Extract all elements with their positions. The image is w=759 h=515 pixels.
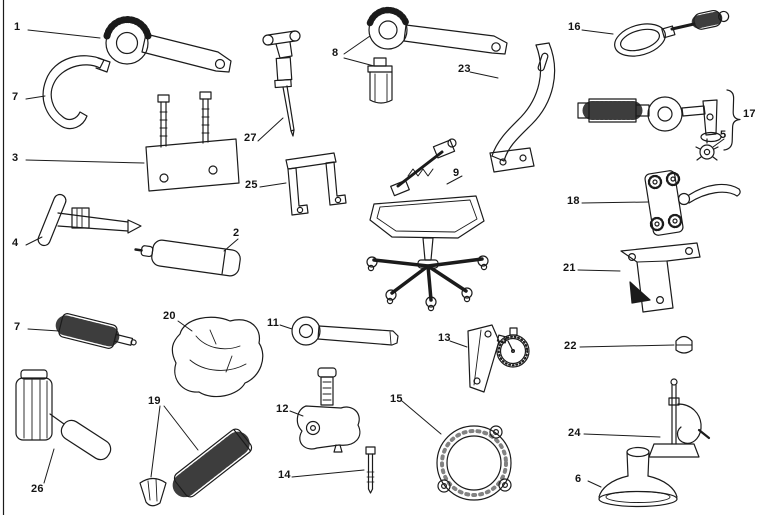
ring-wrench-and-socket-icon [366, 6, 508, 104]
guide-bushing-tool-icon [296, 367, 361, 453]
star-washer-icon [695, 138, 719, 161]
callout-23: 23 [458, 63, 471, 75]
stud-plate-fixture-icon [145, 91, 240, 192]
callout-26: 26 [31, 483, 44, 495]
wire-loop-handle-tool-icon [614, 9, 730, 57]
t-handle-puller-icon [37, 193, 142, 247]
l-bracket-icon [620, 242, 701, 313]
knurled-bush-tool-icon [55, 313, 137, 349]
callout-2: 2 [233, 227, 240, 239]
round-head-pin-wrench-icon [103, 16, 232, 73]
callout-22: 22 [564, 340, 577, 352]
callout-8: 8 [332, 47, 339, 59]
callout-4: 4 [12, 237, 19, 249]
callout-1: 1 [14, 21, 21, 33]
u-bracket-icon [285, 152, 347, 216]
callout-14: 14 [278, 469, 291, 481]
cap-nut-icon [675, 335, 693, 354]
callout-27: 27 [244, 132, 257, 144]
leader-lines [25, 29, 725, 488]
callout-7a: 7 [12, 91, 19, 103]
bent-hook-tool-icon [42, 55, 111, 130]
clamp-ring-icon [436, 425, 512, 501]
pin-extractor-icon [262, 30, 301, 137]
ribbed-body-grip-tool-icon [15, 369, 112, 461]
callout-12: 12 [276, 403, 289, 415]
callout-19: 19 [148, 395, 161, 407]
dial-gauge-bracket-icon [467, 324, 530, 393]
cone-and-knurled-roller-icon [139, 428, 253, 507]
callout-17-brace [723, 89, 741, 151]
cylindrical-drift-icon [134, 239, 241, 277]
callout-3: 3 [12, 152, 19, 164]
socket-bar-wrench-icon [291, 316, 399, 346]
callout-17: 17 [743, 108, 756, 120]
suction-bell-tool-icon [598, 446, 678, 508]
callout-5: 5 [720, 129, 727, 141]
callout-20: 20 [163, 310, 176, 322]
small-screw-pin-icon [365, 446, 376, 494]
callout-21: 21 [563, 262, 576, 274]
callout-7b: 7 [14, 321, 21, 333]
micrometer-assembly-icon [577, 96, 722, 143]
callout-9: 9 [453, 167, 460, 179]
callout-11: 11 [267, 317, 280, 329]
callout-6: 6 [575, 473, 582, 485]
work-stool-with-tray-icon [366, 138, 489, 312]
callout-13: 13 [438, 332, 451, 344]
protective-cap-icon [171, 316, 264, 398]
callout-24: 24 [568, 427, 581, 439]
knurled-knob-lever-assembly-icon [644, 170, 741, 236]
curved-arm-bracket-icon [489, 42, 556, 173]
callout-25: 25 [245, 179, 258, 191]
stand-with-clamp-arm-icon [648, 378, 711, 458]
callout-18: 18 [567, 195, 580, 207]
callout-15: 15 [390, 393, 403, 405]
callout-16: 16 [568, 21, 581, 33]
